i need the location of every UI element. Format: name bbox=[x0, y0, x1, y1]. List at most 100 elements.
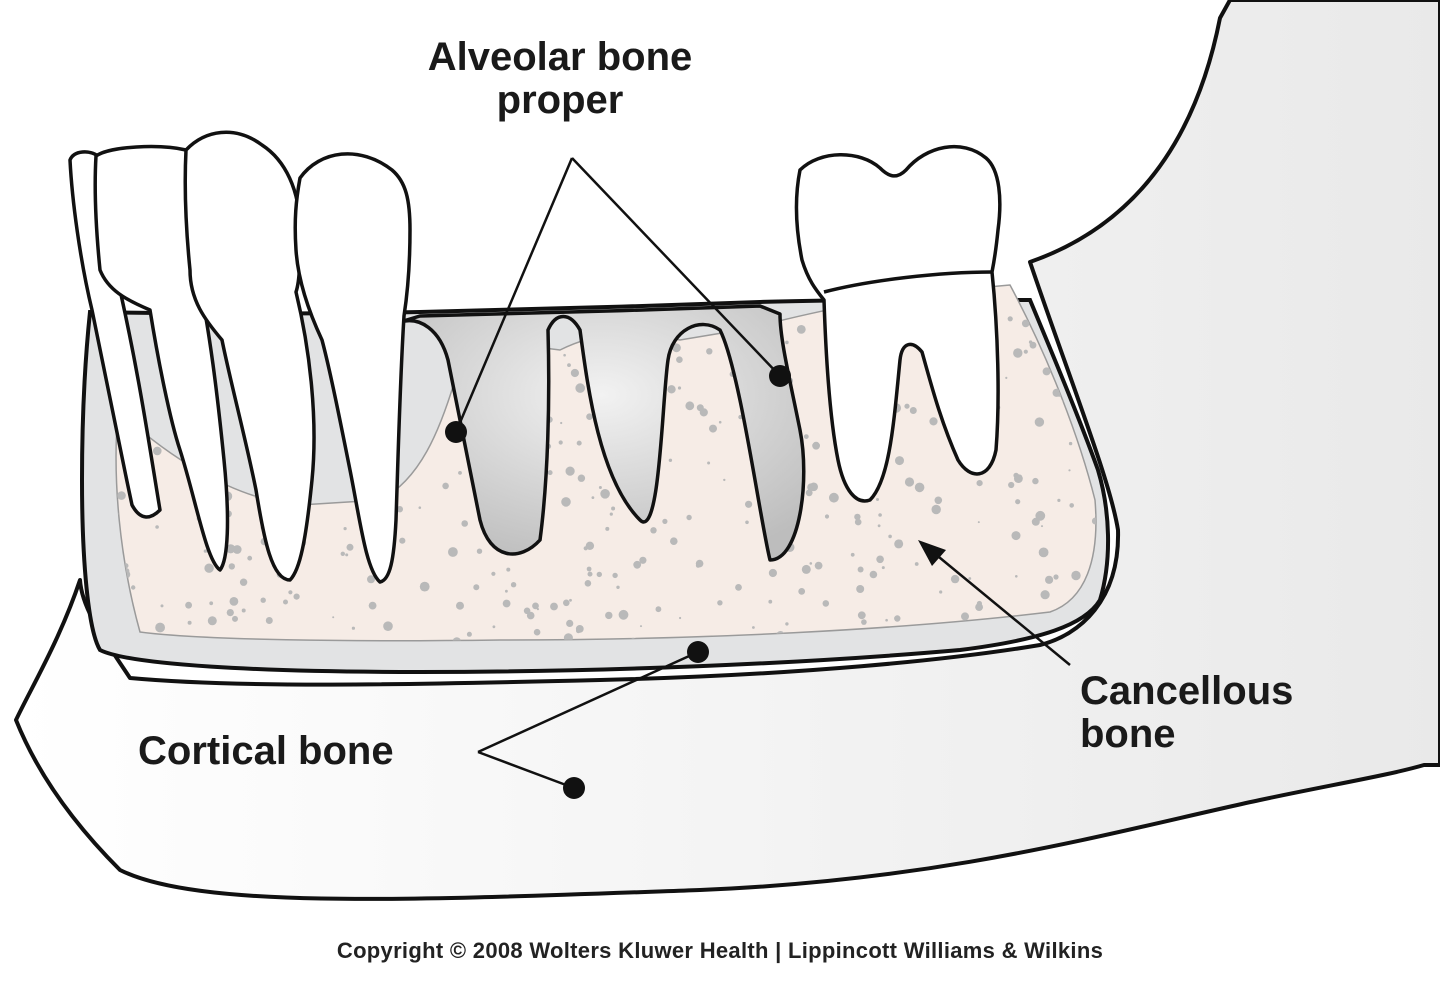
bone-speckle bbox=[801, 285, 811, 293]
bone-speckle bbox=[670, 537, 678, 545]
bone-speckle bbox=[857, 611, 866, 620]
bone-speckle bbox=[876, 555, 884, 564]
bone-speckle bbox=[1015, 499, 1021, 505]
bone-speckle bbox=[368, 601, 377, 610]
bone-speckle bbox=[160, 604, 164, 608]
bone-speckle bbox=[679, 616, 682, 620]
bone-speckle bbox=[1008, 481, 1015, 489]
bone-speckle bbox=[502, 599, 511, 608]
leader-lines bbox=[454, 157, 1071, 790]
bone-speckle bbox=[904, 477, 915, 487]
bone-speckle bbox=[1068, 441, 1073, 446]
bone-speckle bbox=[609, 512, 613, 516]
bone-speckle bbox=[857, 566, 864, 573]
leader-cancellous bbox=[927, 547, 1071, 666]
bone-speckle bbox=[1034, 417, 1045, 427]
bone-speckle bbox=[473, 584, 480, 591]
bone-speckle bbox=[939, 590, 943, 594]
bone-speckle bbox=[439, 289, 442, 292]
bone-speckle bbox=[1042, 367, 1051, 376]
bone-speckle bbox=[576, 628, 581, 634]
dot-cortical-lower bbox=[563, 777, 585, 799]
bone-speckle bbox=[869, 570, 878, 579]
bone-speckle bbox=[155, 525, 159, 529]
bone-speckle bbox=[1069, 503, 1074, 508]
leader-alveolar-right bbox=[571, 157, 781, 377]
bone-speckle bbox=[709, 424, 717, 433]
bone-speckle bbox=[505, 589, 508, 593]
bone-speckle bbox=[418, 506, 422, 510]
bone-speckle bbox=[878, 513, 882, 517]
bone-speckle bbox=[204, 563, 214, 573]
bone-speckle bbox=[586, 566, 592, 572]
bone-speckle bbox=[587, 571, 593, 577]
bone-speckle bbox=[616, 585, 620, 589]
bone-speckle bbox=[814, 561, 823, 570]
bone-speckle bbox=[655, 606, 662, 613]
bone-speckle bbox=[785, 340, 789, 345]
bone-speckle bbox=[894, 539, 904, 549]
bone-speckle bbox=[735, 584, 742, 591]
bone-speckle bbox=[496, 281, 500, 285]
bone-speckle bbox=[600, 489, 610, 499]
bone-speckle bbox=[909, 407, 917, 414]
bone-speckle bbox=[934, 496, 943, 505]
bone-speckle bbox=[822, 600, 830, 607]
bone-speckle bbox=[383, 621, 393, 631]
bone-speckle bbox=[668, 458, 673, 462]
bone-speckle bbox=[550, 602, 558, 611]
bone-speckle bbox=[241, 608, 246, 613]
bone-speckle bbox=[856, 585, 865, 593]
bone-speckle bbox=[931, 504, 941, 515]
bone-speckle bbox=[977, 521, 980, 524]
bone-speckle bbox=[260, 597, 266, 603]
bone-speckle bbox=[265, 617, 273, 624]
bone-speckle bbox=[532, 602, 539, 610]
bone-speckle bbox=[229, 597, 239, 606]
bone-speckle bbox=[662, 518, 668, 525]
bone-speckle bbox=[677, 386, 682, 390]
bone-speckle bbox=[617, 285, 623, 287]
bone-speckle bbox=[506, 567, 511, 572]
bone-speckle bbox=[1029, 341, 1037, 349]
bone-speckle bbox=[570, 368, 580, 378]
bone-speckle bbox=[533, 628, 541, 636]
bone-speckle bbox=[612, 572, 618, 579]
bone-speckle bbox=[707, 461, 711, 465]
dot-alveolar-left bbox=[445, 421, 467, 443]
bone-speckle bbox=[526, 611, 535, 620]
bone-speckle bbox=[1014, 474, 1023, 483]
bone-speckle bbox=[1038, 547, 1049, 558]
bone-speckle bbox=[185, 601, 193, 609]
bone-speckle bbox=[452, 637, 462, 641]
bone-speckle bbox=[569, 598, 572, 602]
bone-speckle bbox=[785, 622, 789, 626]
bone-speckle bbox=[207, 616, 217, 626]
bone-speckle bbox=[351, 626, 355, 630]
bone-speckle bbox=[824, 514, 830, 519]
dot-cortical-upper bbox=[687, 641, 709, 663]
bone-speckle bbox=[752, 626, 755, 629]
bone-speckle bbox=[894, 615, 901, 622]
bone-speckle bbox=[699, 408, 708, 417]
bone-speckle bbox=[1032, 477, 1039, 485]
bone-speckle bbox=[1040, 590, 1050, 600]
leader-alveolar-left bbox=[454, 157, 574, 433]
bone-speckle bbox=[672, 343, 681, 353]
bone-speckle bbox=[885, 618, 888, 622]
bone-speckle bbox=[226, 544, 236, 554]
bone-speckle bbox=[510, 582, 517, 588]
bone-speckle bbox=[155, 622, 166, 633]
bone-speckle bbox=[695, 563, 701, 568]
bone-speckle bbox=[876, 498, 879, 501]
bone-speckle bbox=[805, 489, 813, 497]
bone-speckle bbox=[492, 625, 496, 629]
bone-speckle bbox=[448, 547, 458, 557]
bone-speckle bbox=[590, 285, 594, 286]
bone-speckle bbox=[888, 534, 892, 539]
bone-speckle bbox=[611, 506, 616, 511]
bone-speckle bbox=[1035, 510, 1046, 521]
bone-speckle bbox=[1071, 570, 1081, 581]
bone-speckle bbox=[293, 593, 300, 600]
